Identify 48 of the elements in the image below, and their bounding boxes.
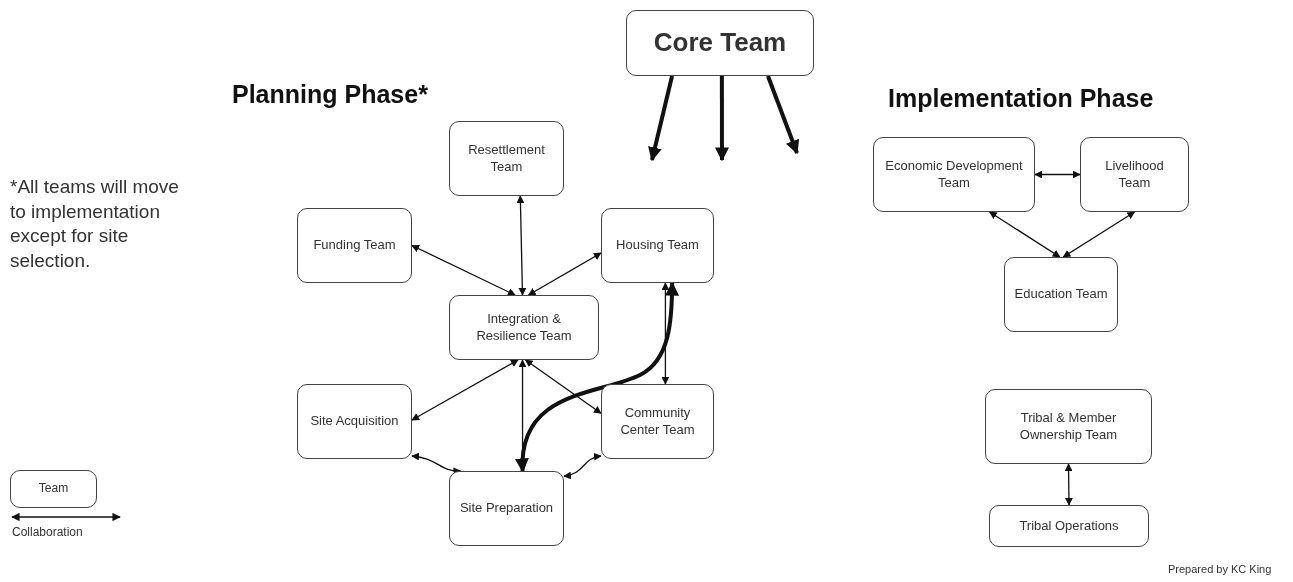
phase-heading: Implementation Phase — [888, 83, 1154, 114]
team-box — [601, 384, 714, 459]
team-name: Community Center Team — [619, 404, 696, 439]
team-name: Housing Team — [616, 237, 699, 254]
team-box — [989, 505, 1149, 547]
team-box — [297, 208, 412, 283]
arrow — [527, 252, 602, 296]
team-name: Livelihood Team — [1104, 157, 1165, 192]
arrow — [989, 211, 1061, 258]
team-name: Site Preparation — [459, 500, 554, 517]
team-name: Site Acquisition — [310, 413, 399, 430]
team-box — [873, 137, 1035, 212]
arrow — [1062, 211, 1136, 258]
team-box — [449, 121, 564, 196]
arrow — [411, 359, 519, 421]
credit-text: Prepared by KC King — [1168, 562, 1272, 577]
team-box — [601, 208, 714, 283]
arrow — [563, 453, 602, 479]
team-name: Core Team — [653, 26, 787, 60]
legend-text: Collaboration — [12, 525, 83, 539]
arrow — [411, 453, 462, 475]
team-name: Integration & Resilience Team — [475, 310, 573, 345]
arrow — [648, 75, 674, 162]
arrow — [516, 281, 680, 473]
phase-heading: Planning Phase* — [232, 79, 428, 110]
team-box — [626, 10, 814, 76]
arrow — [411, 244, 516, 296]
legend-text: Team — [38, 481, 69, 497]
team-box — [985, 389, 1152, 464]
team-box — [449, 295, 599, 360]
footnote: *All teams will move to implementation except for site selection. — [10, 175, 180, 274]
team-box — [1004, 257, 1118, 332]
team-name: Resettlement Team — [467, 141, 546, 176]
team-name: Funding Team — [313, 237, 396, 254]
team-name: Economic Development Team — [884, 157, 1024, 192]
arrow — [661, 282, 670, 385]
team-box — [449, 471, 564, 546]
arrow — [1064, 463, 1073, 506]
arrow — [1034, 170, 1081, 179]
team-name: Tribal Operations — [1019, 517, 1119, 535]
arrow — [524, 359, 602, 414]
arrow — [516, 195, 527, 296]
arrow — [766, 75, 800, 155]
team-box — [1080, 137, 1189, 212]
team-name: Tribal & Member Ownership Team — [1018, 409, 1119, 444]
arrow — [715, 76, 729, 162]
team-name: Education Team — [1014, 286, 1108, 303]
team-box — [297, 384, 412, 459]
